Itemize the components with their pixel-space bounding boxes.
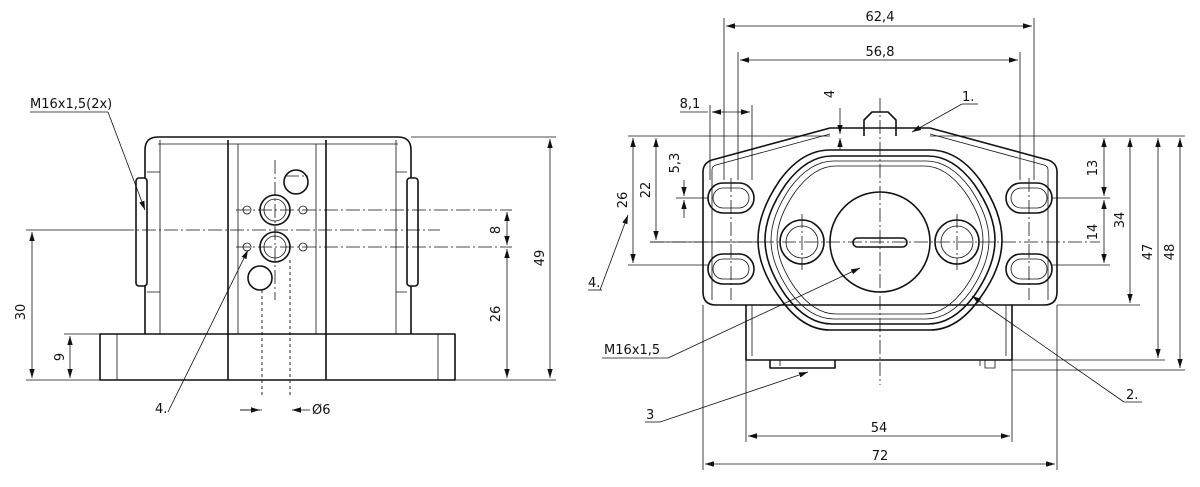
dim-13-text: 13 [1086, 160, 1101, 177]
dim-62-4-text: 62,4 [866, 10, 895, 25]
dim-54-text: 54 [871, 421, 888, 436]
dim-26-right-text: 26 [616, 192, 631, 209]
left-thread-label: M16x1,5(2x) [30, 97, 112, 112]
dim-9-text: 9 [53, 353, 68, 361]
item3-leader [659, 371, 809, 423]
right-side-boss [406, 177, 419, 287]
item2-label: 2. [1126, 388, 1138, 403]
left-dia-label: Ø6 [312, 403, 331, 418]
right-item4-label: 4. [588, 276, 600, 291]
dim-22-text: 22 [639, 182, 654, 199]
dim-14-text: 14 [1086, 224, 1101, 241]
left-base-flange [99, 333, 456, 381]
dim-72-text: 72 [872, 449, 889, 464]
left-view: M16x1,5(2x) 4. Ø6 30 9 8 26 49 [14, 97, 556, 418]
right-plate [702, 127, 1058, 306]
dim-8-1-text: 8,1 [680, 97, 701, 112]
dim-47-text: 47 [1141, 244, 1156, 261]
dim-34-text: 34 [1113, 212, 1128, 229]
dim-30-text: 30 [14, 304, 29, 321]
item3-label: 3 [646, 408, 654, 423]
dim-49-text: 49 [533, 250, 548, 267]
left-item4-label: 4. [155, 402, 167, 417]
right-view: 62,4 56,8 8,1 4 5,3 22 26 13 14 34 47 48… [588, 10, 1185, 470]
right-base [745, 305, 1013, 361]
item1-leader [911, 103, 963, 133]
dim-48-text: 48 [1163, 244, 1178, 261]
item1-label: 1. [962, 90, 974, 105]
right-thread-label: M16x1,5 [604, 343, 660, 358]
dim-8-text: 8 [489, 226, 504, 234]
dim-5-3-text: 5,3 [668, 153, 683, 174]
item4-leader-right [599, 214, 629, 291]
dim-26-text: 26 [489, 306, 504, 323]
dim-4-text: 4 [823, 90, 838, 98]
left-body [144, 136, 412, 334]
thread-leader [107, 111, 146, 211]
thread-leader-right [667, 267, 861, 359]
item2-leader [971, 295, 1125, 403]
dim-56-8-text: 56,8 [866, 45, 895, 60]
left-side-boss [135, 177, 148, 287]
item4-leader-left [167, 249, 249, 413]
